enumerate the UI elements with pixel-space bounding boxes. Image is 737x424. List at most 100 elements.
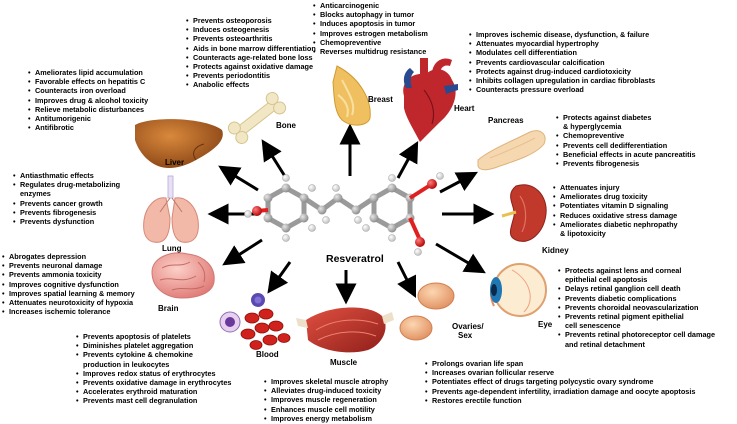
resveratrol-molecule (244, 172, 444, 256)
heart-effect-item: Modulates cell differentiation (469, 48, 655, 57)
bone-effect-item: Anabolic effects (186, 80, 316, 89)
brain-effect-item: Attenuates neurotoxicity of hypoxia (2, 298, 135, 307)
blood-effect-item: Prevents cytokine & chemokine (76, 350, 231, 359)
ovaries-effect-item: Prolongs ovarian life span (425, 359, 695, 368)
kidney-illustration (501, 184, 547, 242)
kidney-effect-item: Reduces oxidative stress damage (553, 211, 678, 220)
arrow-to-liver (218, 165, 259, 192)
liver-effect-item: Favorable effects on hepatitis C (28, 77, 148, 86)
arrow-to-eye (435, 242, 486, 274)
liver-illustration (135, 119, 223, 168)
eye-effect-item: Prevents retinal pigment epithelial (558, 312, 715, 321)
heart-effect-item: Counteracts pressure overload (469, 85, 655, 94)
pancreas-effect-item: Prevents cell dedifferentiation (556, 141, 696, 150)
kidney-effect-item: & lipotoxicity (560, 229, 606, 239)
brain-illustration (151, 252, 215, 299)
heart-effect-item: Protects against drug-induced cardiotoxi… (469, 67, 655, 76)
brain-label: Brain (158, 304, 179, 313)
bone-label: Bone (276, 121, 296, 130)
muscle-effect-item: Alleviates drug-induced toxicity (264, 386, 388, 395)
lung-effect-item: enzymes (20, 189, 51, 199)
ovaries-effect-item: Restores erectile function (425, 396, 695, 405)
eye-effect-item: Prevents choroidal neovascularization (558, 303, 715, 312)
brain-effect-item: Abrogates depression (2, 252, 135, 261)
heart-effect-item: Attenuates myocardial hypertrophy (469, 39, 655, 48)
muscle-effect-item: Improves energy metabolism (264, 414, 388, 423)
breast-effect-item: Anticarcinogenic (313, 1, 428, 10)
pancreas-effect-item: & hyperglycemia (563, 122, 622, 132)
liver-label: Liver (165, 158, 185, 167)
blood-effect-item: Prevents oxidative damage in erythrocyte… (76, 378, 231, 387)
bone-effect-item: Counteracts age-related bone loss (186, 53, 316, 62)
breast-effect-item: Chemopreventive (313, 38, 428, 47)
blood-effect-item: Improves redox status of erythrocytes (76, 369, 231, 378)
kidney-effect-item: Attenuates injury (553, 183, 678, 192)
breast-effect-item: Reverses multidrug resistance (313, 47, 428, 56)
bone-illustration (227, 91, 287, 145)
muscle-effect-item: Improves muscle regeneration (264, 395, 388, 404)
liver-effect-item: Ameliorates lipid accumulation (28, 68, 148, 77)
heart-effects-list: Improves ischemic disease, dysfunction, … (469, 30, 655, 95)
lung-effect-item: Prevents cancer growth (13, 199, 120, 208)
heart-label: Heart (454, 104, 475, 113)
ovaries-effect-item: Potentiates effect of drugs targeting po… (425, 377, 695, 386)
breast-effect-item: Improves estrogen metabolism (313, 29, 428, 38)
arrow-to-blood (267, 261, 292, 294)
lung-illustration (143, 175, 199, 243)
blood-effect-item: Accelerates erythroid maturation (76, 387, 231, 396)
pancreas-label: Pancreas (488, 116, 524, 125)
brain-effect-item: Improves spatial learning & memory (2, 289, 135, 298)
breast-effects-list: AnticarcinogenicBlocks autophagy in tumo… (313, 1, 428, 56)
bone-effects-list: Prevents osteoporosisInduces osteogenesi… (186, 16, 316, 90)
blood-effects-list: Prevents apoptosis of plateletsDiminishe… (76, 332, 231, 406)
bone-effect-item: Protects against oxidative damage (186, 62, 316, 71)
kidney-effect-item: Ameliorates diabetic nephropathy (553, 220, 678, 229)
eye-effect-item: epithelial cell apoptosis (565, 275, 648, 285)
arrow-to-bone (261, 139, 288, 179)
heart-illustration (403, 58, 458, 142)
brain-effect-item: Improves cognitive dysfunction (2, 280, 135, 289)
pancreas-effect-item: Prevents fibrogenesis (556, 159, 696, 168)
eye-effect-item: Prevents retinal photoreceptor cell dama… (558, 330, 715, 339)
blood-effect-item: Prevents apoptosis of platelets (76, 332, 231, 341)
kidney-effect-item: Potentiates vitamin D signaling (553, 201, 678, 210)
blood-label: Blood (256, 350, 279, 359)
bone-effect-item: Aids in bone marrow differentiation (186, 44, 316, 53)
blood-illustration (219, 293, 291, 350)
resveratrol-label: Resveratrol (326, 253, 384, 265)
brain-effects-list: Abrogates depressionPrevents neuronal da… (2, 252, 135, 317)
muscle-illustration (296, 307, 394, 353)
eye-effect-item: Protects against lens and corneal (558, 266, 715, 275)
pancreas-effect-item: Beneficial effects in acute pancreatitis (556, 150, 696, 159)
liver-effect-item: Counteracts iron overload (28, 86, 148, 95)
heart-effect-item: Inhibits collagen upregulation in cardia… (469, 76, 655, 85)
lung-effect-item: Regulates drug-metabolizing (13, 180, 120, 189)
kidney-label: Kidney (542, 246, 569, 255)
arrow-to-heart (396, 141, 419, 179)
liver-effects-list: Ameliorates lipid accumulationFavorable … (28, 68, 148, 133)
ovaries-effects-list: Prolongs ovarian life spanIncreases ovar… (425, 359, 695, 405)
eye-effects-list: Protects against lens and cornealepithel… (558, 266, 715, 349)
bone-effect-item: Prevents periodontitis (186, 71, 316, 80)
lung-effect-item: Prevents fibrogenesis (13, 208, 120, 217)
pancreas-illustration (477, 130, 546, 171)
pancreas-effects-list: Protects against diabetes& hyperglycemia… (556, 113, 696, 168)
blood-effect-item: production in leukocytes (83, 359, 170, 369)
bone-effect-item: Prevents osteoporosis (186, 16, 316, 25)
heart-effect-item: Prevents cardiovascular calcification (469, 58, 655, 67)
pancreas-effect-item: Protects against diabetes (556, 113, 696, 122)
blood-effect-item: Diminishes platelet aggregation (76, 341, 231, 350)
muscle-effect-item: Improves skeletal muscle atrophy (264, 377, 388, 386)
muscle-label: Muscle (330, 358, 358, 367)
ovaries-illustration (399, 282, 455, 341)
liver-effect-item: Relieve metabolic disturbances (28, 105, 148, 114)
eye-effect-item: Prevents diabetic complications (558, 294, 715, 303)
blood-effect-item: Prevents mast cell degranulation (76, 396, 231, 405)
pancreas-effect-item: Chemopreventive (556, 131, 696, 140)
muscle-effects-list: Improves skeletal muscle atrophyAlleviat… (264, 377, 388, 423)
eye-effect-item: cell senescence (565, 321, 621, 331)
kidney-effect-item: Ameliorates drug toxicity (553, 192, 678, 201)
ovaries-effect-item: Prevents age-dependent infertility, irra… (425, 387, 695, 396)
